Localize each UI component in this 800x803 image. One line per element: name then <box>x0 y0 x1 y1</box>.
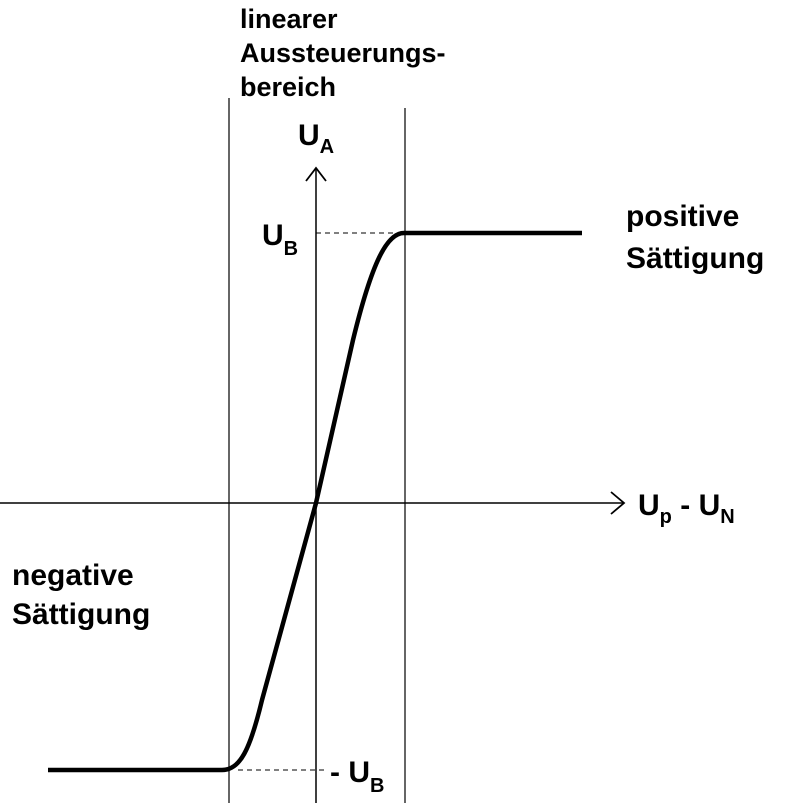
negative-saturation-label: negative Sättigung <box>12 559 150 631</box>
x-axis-label: Up - UN <box>638 489 735 528</box>
lower-level-label: - UB <box>330 756 384 797</box>
transfer-curve <box>48 230 582 773</box>
y-axis-label: UA <box>298 119 334 158</box>
linear-region-label: linearer Aussteuerungs- bereich <box>240 4 453 102</box>
y-axis-arrowhead <box>305 166 327 182</box>
positive-saturation-label: positive Sättigung <box>626 200 764 275</box>
x-axis-arrowhead <box>610 491 626 515</box>
upper-level-label: UB <box>262 219 298 260</box>
